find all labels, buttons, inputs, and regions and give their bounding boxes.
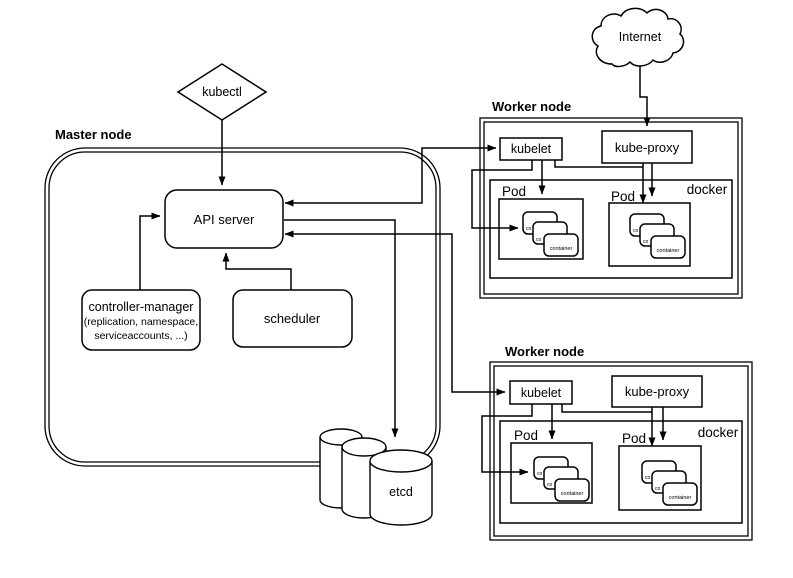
worker2-label: Worker node xyxy=(505,344,584,359)
internet-cloud-icon xyxy=(591,7,685,68)
worker1-kube-proxy-label: kube-proxy xyxy=(615,140,680,155)
etcd-cylinder-front-top xyxy=(369,449,433,473)
worker2-pod1-container-back-label: co xyxy=(537,471,543,477)
worker1-pod1-label: Pod xyxy=(502,184,526,199)
etcd-database-icon: etcd xyxy=(319,428,433,526)
worker2-pod1-container-front xyxy=(554,478,590,502)
worker2-kubelet-box xyxy=(509,380,573,405)
controller-manager-label: controller-manager xyxy=(89,300,194,314)
worker2-pod1-container-label: container xyxy=(561,491,584,497)
worker1-pod2-container-middle-label: co xyxy=(643,239,649,245)
arrow-api-server-to-worker2-kubelet xyxy=(284,230,506,396)
worker1-pod1-container-label: container xyxy=(550,246,573,252)
worker2-pod2-label: Pod xyxy=(622,431,646,446)
worker1-docker-label: docker xyxy=(687,182,728,197)
worker1-kubelet-label: kubelet xyxy=(511,142,552,156)
etcd-label: etcd xyxy=(389,485,413,499)
arrow-internet-to-kube-proxy1 xyxy=(639,66,651,127)
worker1-kubelet-box xyxy=(499,137,563,161)
worker2-pod2-container-front xyxy=(662,482,698,506)
wire-worker1-kubelet-to-pod2-line xyxy=(554,160,643,168)
worker1-pod2-container-label: container xyxy=(657,248,680,254)
worker1-pod2-label: Pod xyxy=(611,189,635,204)
internet-label: Internet xyxy=(619,30,662,44)
worker1-label: Worker node xyxy=(492,99,571,114)
arrow-worker2-kubelet-to-pod1-containers xyxy=(481,404,533,476)
api-server-box xyxy=(164,189,284,249)
worker2-pod1-label: Pod xyxy=(514,428,538,443)
master-node-label: Master node xyxy=(55,127,132,142)
arrow-api-server-to-worker1-kubelet xyxy=(284,144,497,207)
etcd-cylinder-front xyxy=(369,461,433,526)
wire-worker2-kubelet-to-pod2-line xyxy=(561,404,652,413)
arrow-worker1-kubelet-to-pod1-containers xyxy=(471,160,533,232)
worker1-kube-proxy-box xyxy=(601,130,693,164)
controller-manager-detail-2: serviceaccounts, ...) xyxy=(94,330,187,342)
worker2-pod2-container-back-label: co xyxy=(645,475,651,481)
api-server-label: API server xyxy=(194,212,255,227)
controller-manager-detail-1: (replication, namespace, xyxy=(84,316,198,328)
worker2-pod1-container-middle-label: co xyxy=(547,482,553,488)
worker2-docker-label: docker xyxy=(698,425,739,440)
worker1-pod1-container-front xyxy=(543,233,579,257)
worker1-pod1-container-middle-label: co xyxy=(536,237,542,243)
worker2-kube-proxy-label: kube-proxy xyxy=(625,384,690,399)
kubectl-label: kubectl xyxy=(202,85,242,99)
scheduler-label: scheduler xyxy=(264,311,321,326)
arrow-controller-manager-to-api-server xyxy=(139,212,161,290)
worker2-kube-proxy-box xyxy=(611,375,703,408)
worker1-pod2-container-back-label: co xyxy=(633,228,639,234)
worker2-kubelet-label: kubelet xyxy=(521,386,562,400)
etcd-cylinder-middle-top xyxy=(341,437,387,457)
worker1-pod1-container-back-label: co xyxy=(526,226,532,232)
controller-manager-box xyxy=(81,289,201,351)
worker2-pod2-container-middle-label: co xyxy=(655,486,661,492)
worker1-pod2-container-front xyxy=(650,235,686,259)
worker2-pod2-container-label: container xyxy=(669,495,692,501)
